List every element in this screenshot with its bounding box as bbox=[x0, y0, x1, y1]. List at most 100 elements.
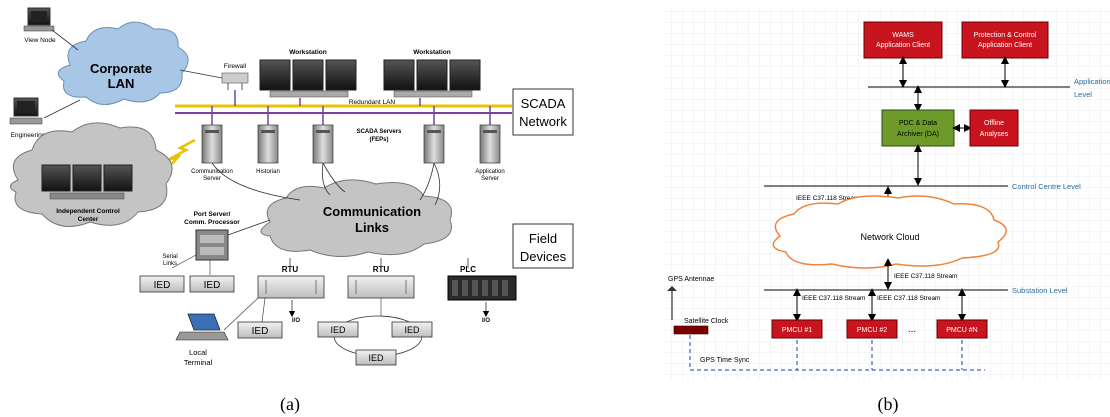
server-cloud-links bbox=[211, 162, 441, 206]
lan-drops bbox=[211, 90, 491, 125]
ied-device-4: IED bbox=[317, 321, 359, 338]
ied-label-4: IED bbox=[330, 325, 346, 335]
application-server-icon bbox=[479, 124, 501, 164]
workstation-2-label: Workstation bbox=[413, 49, 450, 56]
ied-device-2: IED bbox=[189, 275, 235, 293]
ied-label-2: IED bbox=[204, 280, 221, 291]
network-cloud bbox=[772, 195, 1007, 269]
application-server-label-2: Server bbox=[481, 176, 499, 182]
scada-network-label-1: SCADA bbox=[521, 96, 566, 111]
scada-server-icon bbox=[312, 124, 445, 164]
serial-links-label-2: Links bbox=[163, 261, 177, 267]
port-server-label-2: Comm. Processor bbox=[184, 219, 240, 226]
independent-center-monitors bbox=[41, 164, 133, 200]
redundant-lan-label: Redundant LAN bbox=[349, 99, 396, 106]
engineering-label: Engineering bbox=[11, 132, 46, 139]
pmcu-1-label: PMCU #1 bbox=[782, 327, 812, 334]
field-devices-box bbox=[512, 223, 574, 269]
communication-server-label-1: Communication bbox=[191, 169, 233, 175]
ied-device-5: IED bbox=[391, 321, 433, 338]
protection-label-2: Application Client bbox=[978, 42, 1032, 49]
workstation-2-icon bbox=[383, 59, 481, 98]
stream-label-4: IEEE C37.118 Stream bbox=[877, 295, 940, 302]
application-level-label-1: Application bbox=[1074, 77, 1110, 86]
io-2-label: I/O bbox=[482, 318, 490, 324]
scada-servers-label-2: (FEPs) bbox=[369, 137, 388, 143]
communication-links-cloud bbox=[260, 179, 452, 257]
corporate-lan-cloud bbox=[57, 21, 189, 105]
caption-b: (b) bbox=[878, 394, 899, 415]
historian-icon bbox=[257, 124, 279, 164]
engineering-computer bbox=[9, 97, 43, 125]
firewall-icon bbox=[221, 72, 249, 90]
ied-label-5: IED bbox=[404, 325, 420, 335]
io-1-label: I/O bbox=[292, 318, 300, 324]
corporate-lan-label-1: Corporate bbox=[90, 61, 152, 76]
ied-device-1: IED bbox=[139, 275, 185, 293]
historian-label: Historian bbox=[256, 169, 280, 175]
gps-time-sync-lines bbox=[689, 335, 985, 371]
figure-a: Corporate LAN View Node Engineering Fire… bbox=[9, 7, 574, 415]
scada-network-label-2: Network bbox=[519, 114, 567, 129]
ied-device-3: IED bbox=[237, 321, 283, 339]
communication-server-icon bbox=[201, 124, 223, 164]
plc-icon bbox=[447, 275, 517, 301]
protection-client-box bbox=[961, 21, 1049, 59]
rtu-2-label: RTU bbox=[373, 265, 390, 274]
pmcu-n-box bbox=[936, 319, 988, 339]
control-centre-level-label: Control Centre Level bbox=[1012, 182, 1081, 191]
communication-links-label-1: Communication bbox=[323, 204, 421, 219]
serial-links-label-1: Serial bbox=[162, 254, 177, 260]
rtu-1-label: RTU bbox=[282, 265, 299, 274]
view-node-computer bbox=[23, 7, 55, 32]
satellite-clock-label: Satellite Clock bbox=[684, 318, 729, 325]
pdc-label-1: PDC & Data bbox=[899, 120, 937, 127]
stream-label-1: IEEE C37.118 Stream bbox=[796, 195, 859, 202]
application-level-label-2: Level bbox=[1074, 90, 1092, 99]
offline-label-2: Analyses bbox=[980, 131, 1009, 138]
offline-label-1: Offline bbox=[984, 120, 1004, 127]
rtu-1-icon bbox=[257, 275, 325, 299]
workstation-1-label: Workstation bbox=[289, 49, 326, 56]
network-cloud-label: Network Cloud bbox=[860, 232, 919, 242]
pdc-label-2: Archiver (DA) bbox=[897, 131, 939, 138]
port-server-icon bbox=[195, 229, 229, 261]
protection-label-1: Protection & Control bbox=[974, 32, 1037, 39]
wams-label-1: WAMS bbox=[892, 32, 914, 39]
communication-links-label-2: Links bbox=[355, 220, 389, 235]
corporate-lan-label-2: LAN bbox=[108, 76, 135, 91]
plc-label: PLC bbox=[460, 265, 476, 274]
stream-label-2: IEEE C37.118 Stream bbox=[894, 273, 957, 280]
view-node-label: View Node bbox=[24, 37, 56, 44]
independent-center-label-1: Independent Control bbox=[56, 208, 120, 215]
local-terminal-label-2: Terminal bbox=[184, 358, 213, 367]
local-terminal-label-1: Local bbox=[189, 348, 207, 357]
firewall-label: Firewall bbox=[224, 63, 247, 70]
substation-level-label: Substation Level bbox=[1012, 286, 1068, 295]
port-server-label-1: Port Server/ bbox=[194, 211, 231, 218]
pmcu-ellipsis: ... bbox=[908, 324, 916, 335]
communication-server-label-2: Server bbox=[203, 176, 221, 182]
pmcu-2-box bbox=[846, 319, 898, 339]
laptop-icon bbox=[175, 313, 229, 341]
application-server-label-1: Application bbox=[475, 169, 504, 175]
ied-label-6: IED bbox=[368, 353, 384, 363]
gps-antenna-icon bbox=[667, 286, 677, 320]
offline-analyses-box bbox=[969, 109, 1019, 147]
wireless-link-icon bbox=[167, 138, 196, 165]
scada-network-box bbox=[512, 88, 574, 136]
stream-label-3: IEEE C37.118 Stream bbox=[802, 295, 865, 302]
wams-client-box bbox=[863, 21, 943, 59]
independent-center-label-2: Center bbox=[78, 216, 99, 223]
workstation-1-icon bbox=[259, 59, 357, 98]
wams-label-2: Application Client bbox=[876, 42, 930, 49]
field-devices-label-2: Devices bbox=[520, 249, 567, 264]
field-devices-label-1: Field bbox=[529, 231, 557, 246]
caption-a: (a) bbox=[280, 394, 300, 415]
pdc-box bbox=[881, 109, 955, 147]
rtu-2-icon bbox=[347, 275, 415, 299]
ied-label-1: IED bbox=[154, 280, 171, 291]
scada-servers-label-1: SCADA Servers bbox=[357, 129, 402, 135]
ied-device-6: IED bbox=[355, 349, 397, 366]
